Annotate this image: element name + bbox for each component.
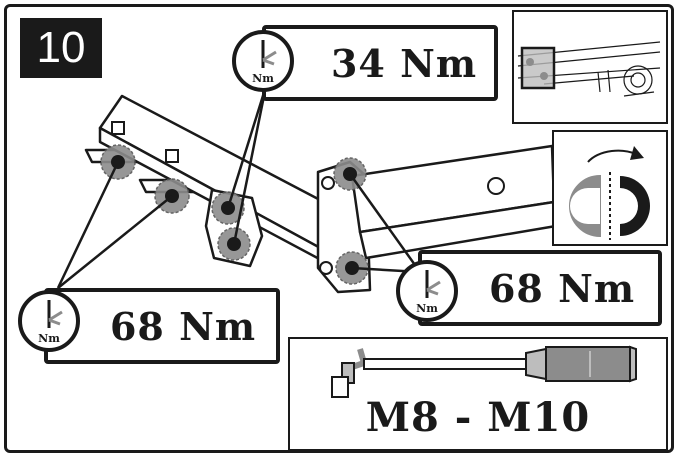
torque-callout-right: 68 Nm bbox=[418, 250, 662, 326]
tool-panel: M8 - M10 bbox=[288, 337, 668, 451]
bolt-1 bbox=[111, 121, 125, 135]
bolt-2 bbox=[165, 149, 179, 163]
torque-unit-label: Nm bbox=[252, 72, 274, 85]
instruction-frame bbox=[4, 4, 674, 453]
leader-line-2 bbox=[232, 85, 268, 245]
vehicle-location-thumbnail bbox=[512, 10, 668, 124]
torque-wrench-icon: Nm bbox=[232, 30, 294, 92]
leader-line-5 bbox=[348, 173, 422, 273]
leader-line-1 bbox=[226, 85, 268, 209]
torque-callout-top: 34 Nm bbox=[262, 25, 498, 101]
leader-line-3 bbox=[56, 161, 120, 289]
torque-wrench-icon: Nm bbox=[18, 290, 80, 352]
torque-unit-label: Nm bbox=[416, 302, 438, 315]
bolt-5 bbox=[487, 177, 505, 195]
bolt-4 bbox=[319, 261, 333, 275]
socket-wrench-icon bbox=[331, 345, 637, 398]
leader-line-4 bbox=[57, 195, 173, 289]
tool-size-label: M8 - M10 bbox=[365, 394, 591, 441]
step-number: 10 bbox=[20, 18, 102, 78]
torque-unit-label: Nm bbox=[38, 332, 60, 345]
torque-wrench-icon: Nm bbox=[396, 260, 458, 322]
torque-callout-left: 68 Nm bbox=[44, 288, 280, 364]
rotation-half-circle-icon bbox=[552, 130, 668, 246]
bolt-3 bbox=[321, 176, 335, 190]
